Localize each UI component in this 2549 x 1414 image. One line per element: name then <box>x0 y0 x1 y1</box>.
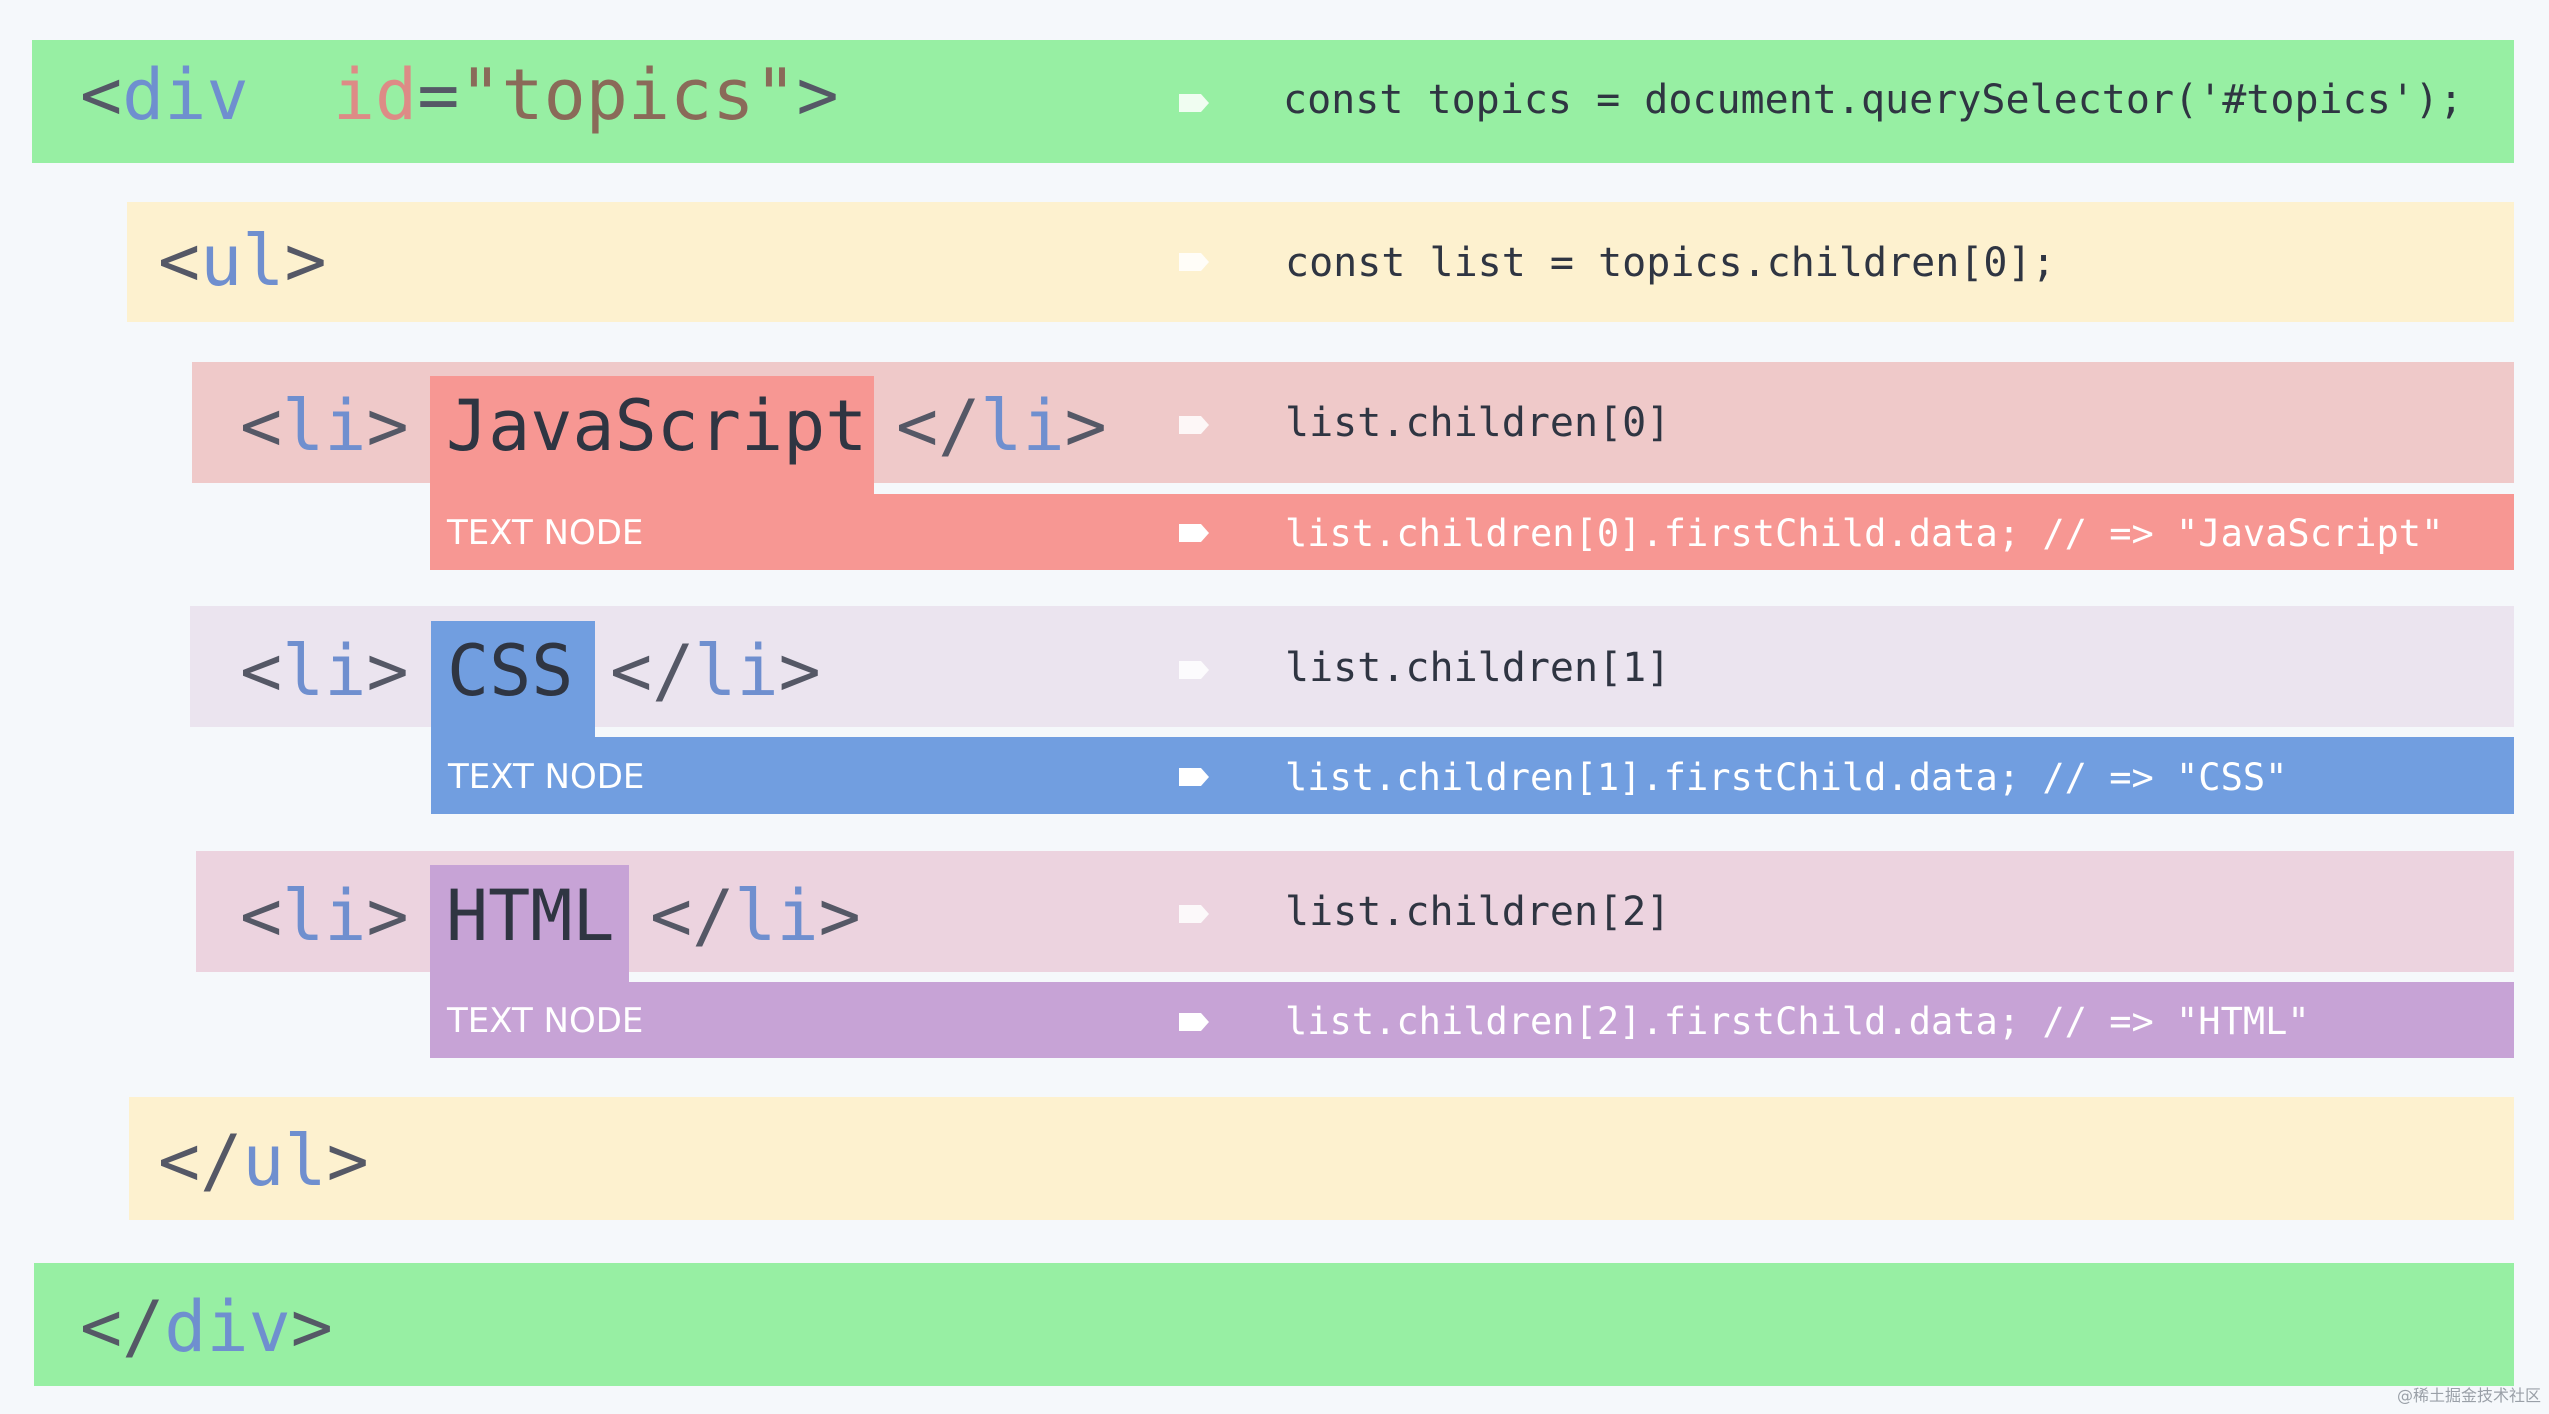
tag-name-li: li <box>980 385 1065 467</box>
ul-close-tag: </ul> <box>158 1126 369 1196</box>
tag-open-bracket: < <box>158 220 201 302</box>
text-node-javascript-row <box>430 494 2514 570</box>
arrow-icon <box>1177 659 1211 681</box>
tag-name-li: li <box>694 630 779 712</box>
li-css-open-tag: <li> <box>240 636 409 706</box>
tag-close-bracket: > <box>818 875 861 957</box>
text-css: CSS <box>447 630 574 712</box>
ul-open-tag: <ul> <box>158 226 327 296</box>
tag-open-bracket: < <box>240 630 283 712</box>
attr-equals: = <box>417 54 460 136</box>
tag-close-bracket: > <box>366 385 409 467</box>
tag-name-li: li <box>734 875 819 957</box>
tag-name-li: li <box>282 875 367 957</box>
tag-name-li: li <box>282 630 367 712</box>
div-open-row <box>32 40 2514 163</box>
text-node-html-box <box>430 865 629 982</box>
text-node-css-row <box>431 737 2514 814</box>
arrow-icon <box>1177 903 1211 925</box>
div-close-row <box>34 1263 2514 1386</box>
ul-open-code: const list = topics.children[0]; <box>1285 240 2056 286</box>
arrow-icon <box>1177 522 1211 544</box>
tag-end-open-bracket: </ <box>896 385 981 467</box>
tag-close-bracket: > <box>366 875 409 957</box>
li-html-open-tag: <li> <box>240 881 409 951</box>
text-node-html-row <box>430 982 2514 1058</box>
tag-space <box>249 54 291 136</box>
tag-close-bracket: > <box>284 220 327 302</box>
text-node-javascript-box <box>430 376 874 494</box>
text-node-javascript-label: TEXT NODE <box>447 513 644 553</box>
tag-open-bracket: < <box>240 875 283 957</box>
ul-close-row <box>129 1097 2514 1220</box>
tag-end-open-bracket: </ <box>80 1286 165 1368</box>
li-html-code: list.children[2] <box>1285 889 1671 935</box>
li-javascript-code: list.children[0] <box>1285 400 1671 446</box>
li-css-close-tag: </li> <box>610 636 821 706</box>
tag-end-open-bracket: </ <box>650 875 735 957</box>
tag-name-div: div <box>122 54 249 136</box>
li-html-close-tag: </li> <box>650 881 861 951</box>
text-node-javascript-code: list.children[0].firstChild.data; // => … <box>1285 512 2444 555</box>
tag-name-div: div <box>164 1286 291 1368</box>
attr-name-id: id <box>332 54 418 136</box>
tag-end-open-bracket: </ <box>610 630 695 712</box>
text-node-css-box <box>431 621 595 737</box>
tag-end-open-bracket: </ <box>158 1120 243 1202</box>
tag-close-bracket: > <box>290 1286 333 1368</box>
text-node-html-label: TEXT NODE <box>447 1001 644 1041</box>
arrow-icon <box>1177 251 1211 273</box>
tag-close-bracket: > <box>778 630 821 712</box>
text-html: HTML <box>446 875 615 957</box>
div-close-tag: </div> <box>80 1292 333 1362</box>
tag-open-bracket: < <box>80 54 123 136</box>
tag-name-ul: ul <box>242 1120 327 1202</box>
tag-space <box>291 54 333 136</box>
tag-close-bracket: > <box>326 1120 369 1202</box>
tag-close-bracket: > <box>796 54 839 136</box>
arrow-icon <box>1177 1011 1211 1033</box>
tag-name-ul: ul <box>200 220 285 302</box>
li-javascript-open-tag: <li> <box>240 391 409 461</box>
div-open-tag: <div id="topics"> <box>80 60 839 130</box>
text-node-html-code: list.children[2].firstChild.data; // => … <box>1285 1000 2310 1043</box>
tag-close-bracket: > <box>1064 385 1107 467</box>
div-open-code: const topics = document.querySelector('#… <box>1283 77 2464 123</box>
tag-open-bracket: < <box>240 385 283 467</box>
arrow-icon <box>1177 92 1211 114</box>
attr-value-topics: "topics" <box>459 54 797 136</box>
li-javascript-close-tag: </li> <box>896 391 1107 461</box>
arrow-icon <box>1177 414 1211 436</box>
text-node-css-label: TEXT NODE <box>448 757 645 797</box>
arrow-icon <box>1177 766 1211 788</box>
watermark: @稀土掘金技术社区 <box>2396 1386 2541 1405</box>
text-javascript: JavaScript <box>446 385 868 467</box>
li-css-code: list.children[1] <box>1285 645 1671 691</box>
text-node-css-code: list.children[1].firstChild.data; // => … <box>1285 756 2288 799</box>
ul-open-row <box>127 202 2514 322</box>
tag-name-li: li <box>282 385 367 467</box>
tag-close-bracket: > <box>366 630 409 712</box>
